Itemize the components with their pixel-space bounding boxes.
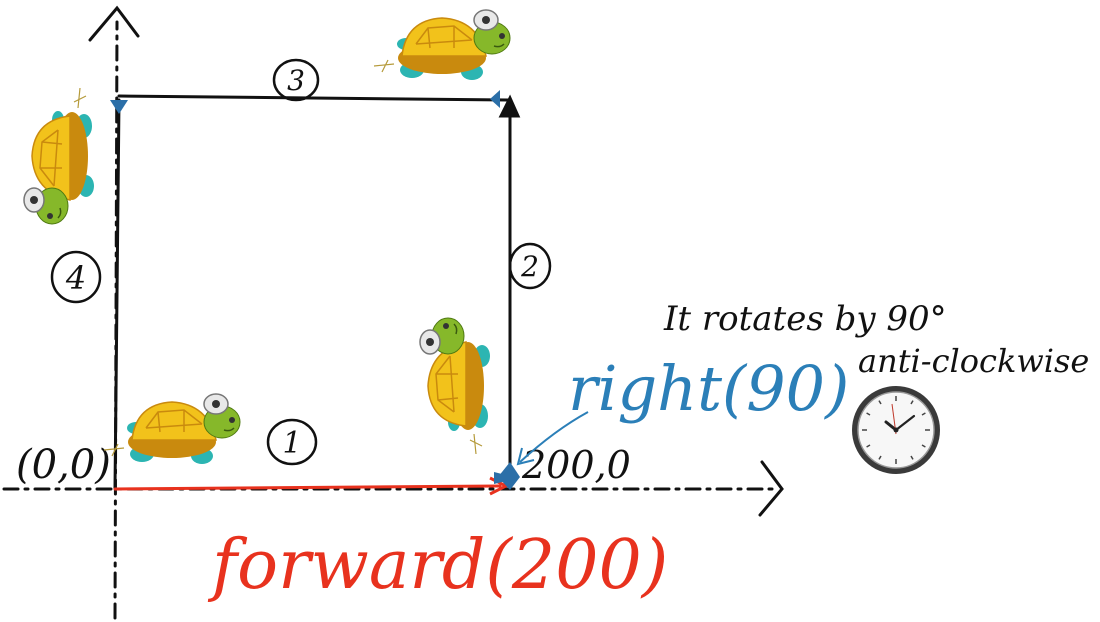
step-4-marker: 4	[50, 250, 102, 304]
step-3-marker: 3	[272, 58, 320, 102]
rotation-note-line2: anti-clockwise	[858, 342, 1089, 380]
step-3-label: 3	[287, 64, 305, 97]
turtle-marker-icon	[110, 100, 128, 114]
turtle-icon	[419, 317, 491, 455]
side-3-line	[117, 94, 510, 102]
origin-label: (0,0)	[16, 442, 111, 488]
forward-line	[113, 476, 510, 496]
square-path	[113, 94, 521, 490]
turtle-marker-icon	[494, 472, 518, 484]
side-2-arrow-icon	[498, 94, 521, 118]
step-2-marker: 2	[508, 242, 552, 290]
forward-command-label: forward(200)	[207, 526, 668, 605]
position-markers	[110, 90, 520, 490]
y-axis	[113, 20, 119, 620]
step-markers: 1 2 3 4	[50, 58, 552, 466]
right-command-label: right(90)	[568, 352, 849, 425]
right-pointer-arrow-icon	[516, 411, 589, 466]
step-2-label: 2	[520, 250, 539, 283]
point-200-label: 200,0	[521, 443, 631, 487]
turtle-icon	[373, 9, 511, 81]
side-4-line	[113, 98, 121, 490]
clock-icon	[852, 386, 940, 474]
turtle-icon	[103, 393, 241, 465]
x-axis-arrow-icon	[758, 460, 784, 517]
rotation-note-line1: It rotates by 90°	[663, 299, 947, 339]
turtle-marker-icon	[490, 90, 500, 108]
turtle-icon	[23, 87, 95, 225]
step-1-label: 1	[282, 426, 301, 461]
y-axis-arrow-icon	[88, 5, 140, 42]
step-1-marker: 1	[266, 418, 318, 466]
step-4-label: 4	[65, 259, 86, 297]
